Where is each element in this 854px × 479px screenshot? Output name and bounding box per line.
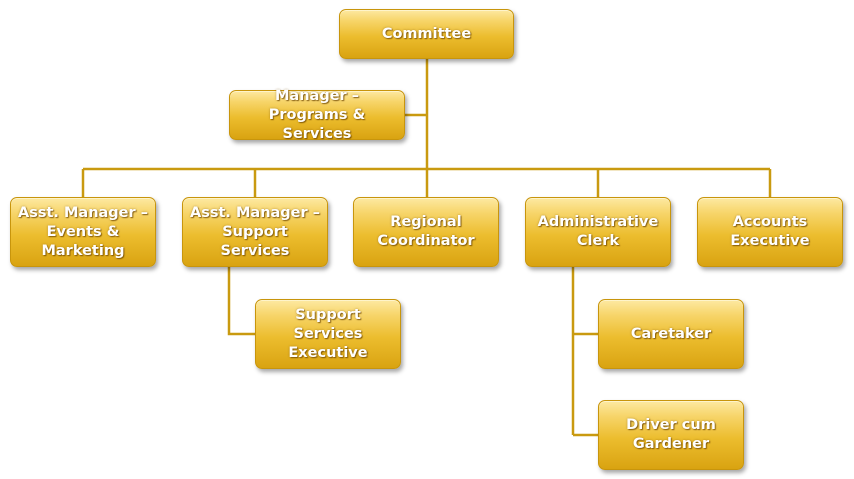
driver-gardener-box: Driver cum Gardener [598,400,744,470]
administrative-clerk-box: Administrative Clerk [525,197,671,267]
committee-box: Committee [339,9,514,59]
regional-coordinator-box: Regional Coordinator [353,197,499,267]
accounts-executive-box: Accounts Executive [697,197,843,267]
administrative-clerk-label: Administrative Clerk [537,214,659,249]
manager-programs-services-label: Manager – Programs & Services [268,87,366,142]
accounts-executive-label: Accounts Executive [730,214,810,249]
asst-manager-support-services-box: Asst. Manager – Support Services [182,197,328,267]
caretaker-box: Caretaker [598,299,744,369]
asst-manager-events-marketing-label: Asst. Manager – Events & Marketing [18,204,148,259]
caretaker-label: Caretaker [630,325,712,342]
regional-coordinator-label: Regional Coordinator [377,214,475,249]
committee-label: Committee [381,25,472,42]
support-services-executive-label: Support Services Executive [288,306,368,361]
manager-programs-services-box: Manager – Programs & Services [229,88,405,142]
connector-support-services-executive [227,267,255,336]
asst-manager-events-marketing-box: Asst. Manager – Events & Marketing [10,197,156,267]
support-services-executive-box: Support Services Executive [255,299,401,369]
asst-manager-support-services-label: Asst. Manager – Support Services [190,204,320,259]
driver-gardener-label: Driver cum Gardener [626,417,716,452]
